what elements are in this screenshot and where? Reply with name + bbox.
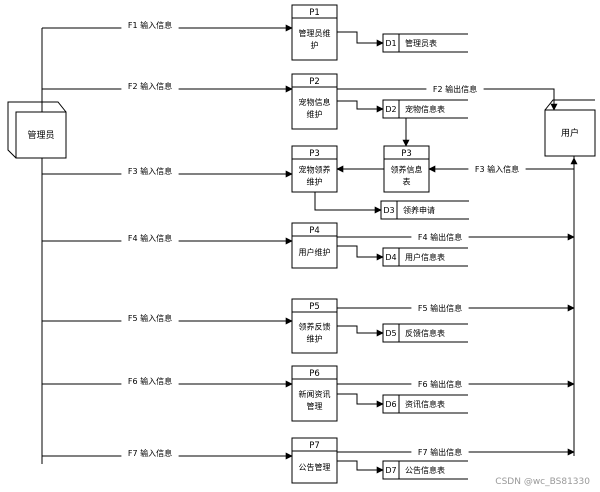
data-store-d5: D5 反馈信息表 (382, 323, 468, 343)
process-id: P3 (401, 149, 412, 159)
data-store-id: D4 (385, 253, 396, 262)
flow-in-label-3: F3 输入信息 (128, 166, 172, 176)
process-label: 领养信息 (391, 165, 423, 175)
flow-in-label-2: F2 输入信息 (128, 81, 172, 91)
data-store-name: 用户信息表 (405, 252, 445, 262)
data-store-name: 资讯信息表 (405, 399, 445, 409)
p4-to-d4 (337, 245, 384, 261)
process-label: 新闻资讯 (299, 389, 331, 399)
flow-out-label-5: F5 输出信息 (418, 303, 462, 313)
flow-in-label-1: F1 输入信息 (128, 20, 172, 30)
data-store-id: D7 (385, 466, 396, 475)
flow-in-label-7: F7 输入信息 (128, 448, 172, 458)
process-id: P7 (309, 441, 320, 451)
process-label: 领养反馈 (299, 322, 331, 332)
data-store-id: D5 (385, 329, 396, 338)
flow-out-label-5-bg (411, 303, 469, 314)
data-store-id: D2 (385, 105, 396, 114)
process-label: 维护 (307, 109, 323, 119)
process-label: 宠物领养 (299, 165, 331, 175)
flow-in-label-3-bg (121, 166, 179, 177)
p1-to-d1 (337, 31, 384, 47)
flow-in-label-6-bg (121, 376, 179, 387)
flow-in-label-4: F4 输入信息 (128, 233, 172, 243)
process-p4: P4 用户维护 (291, 222, 338, 269)
external-entity-admin-label: 管理员 (27, 129, 54, 141)
data-store-d7: D7 公告信息表 (382, 460, 468, 480)
p5-to-d5 (337, 325, 384, 337)
flow-out-label-6-bg (411, 379, 469, 390)
flow-out-2 (337, 88, 558, 111)
flow-out-label-7-bg (411, 447, 469, 458)
external-entity-admin: 管理员 (7, 101, 67, 159)
process-label: 用户维护 (299, 247, 331, 257)
process-label: 护 (311, 40, 319, 50)
process-label: 维护 (307, 177, 323, 187)
flow-in-label-7-bg (121, 448, 179, 459)
flow-user-in-label-bg (468, 164, 526, 175)
data-store-name: 公告信息表 (405, 465, 445, 475)
flow-in-label-2-bg (121, 81, 179, 92)
flow-out-label-4-bg (411, 232, 469, 243)
flow-in-label-5-bg (121, 313, 179, 324)
data-store-d4: D4 用户信息表 (382, 247, 468, 267)
data-store-d3: D3 领养申请 (380, 200, 469, 220)
flow-out-label-2-bg (426, 84, 484, 95)
data-store-name: 反馈信息表 (405, 328, 445, 338)
external-entity-user-label: 用户 (561, 127, 579, 139)
flow-user-in-label: F3 输入信息 (475, 164, 519, 174)
process-label: 表 (403, 177, 411, 187)
data-store-id: D1 (385, 39, 396, 48)
process-id: P2 (309, 77, 320, 87)
data-store-id: D6 (385, 400, 396, 409)
process-label: 公告管理 (299, 462, 331, 472)
data-store-name: 领养申请 (403, 205, 435, 215)
process-label: 管理 (307, 401, 323, 411)
process-p7: P7 公告管理 (291, 437, 338, 484)
flow-in-label-4-bg (121, 233, 179, 244)
data-store-d2: D2 宠物信息表 (382, 99, 468, 119)
flow-out-label-6: F6 输出信息 (418, 379, 462, 389)
flow-in-label-1-bg (121, 20, 179, 31)
p6-to-d6 (337, 393, 384, 408)
data-store-d1: D1 管理员表 (382, 33, 468, 53)
flow-out-label-4: F4 输出信息 (418, 232, 462, 242)
process-id: P3 (309, 149, 320, 159)
p3-to-d3 (314, 192, 382, 214)
process-id: P5 (309, 302, 320, 312)
flow-in-label-5: F5 输入信息 (128, 313, 172, 323)
data-store-d6: D6 资讯信息表 (382, 394, 468, 414)
process-label: 维护 (307, 334, 323, 344)
flow-in-label-6: F6 输入信息 (128, 376, 172, 386)
data-store-name: 宠物信息表 (405, 104, 445, 114)
flow-out-label-2: F2 输出信息 (433, 84, 477, 94)
watermark: CSDN @wc_BS81330 (495, 477, 590, 487)
data-store-name: 管理员表 (405, 38, 437, 48)
process-id: P4 (309, 226, 320, 236)
flow-out-label-7: F7 输出信息 (418, 447, 462, 457)
process-id: P6 (309, 369, 320, 379)
data-store-id: D3 (383, 206, 394, 215)
process-label: 宠物信息 (299, 97, 331, 107)
p2-to-d2 (337, 100, 384, 113)
process-label: 管理员维 (299, 28, 331, 38)
external-entity-user: 用户 (544, 99, 596, 157)
p7-to-d7 (337, 460, 384, 474)
process-id: P1 (309, 8, 320, 18)
